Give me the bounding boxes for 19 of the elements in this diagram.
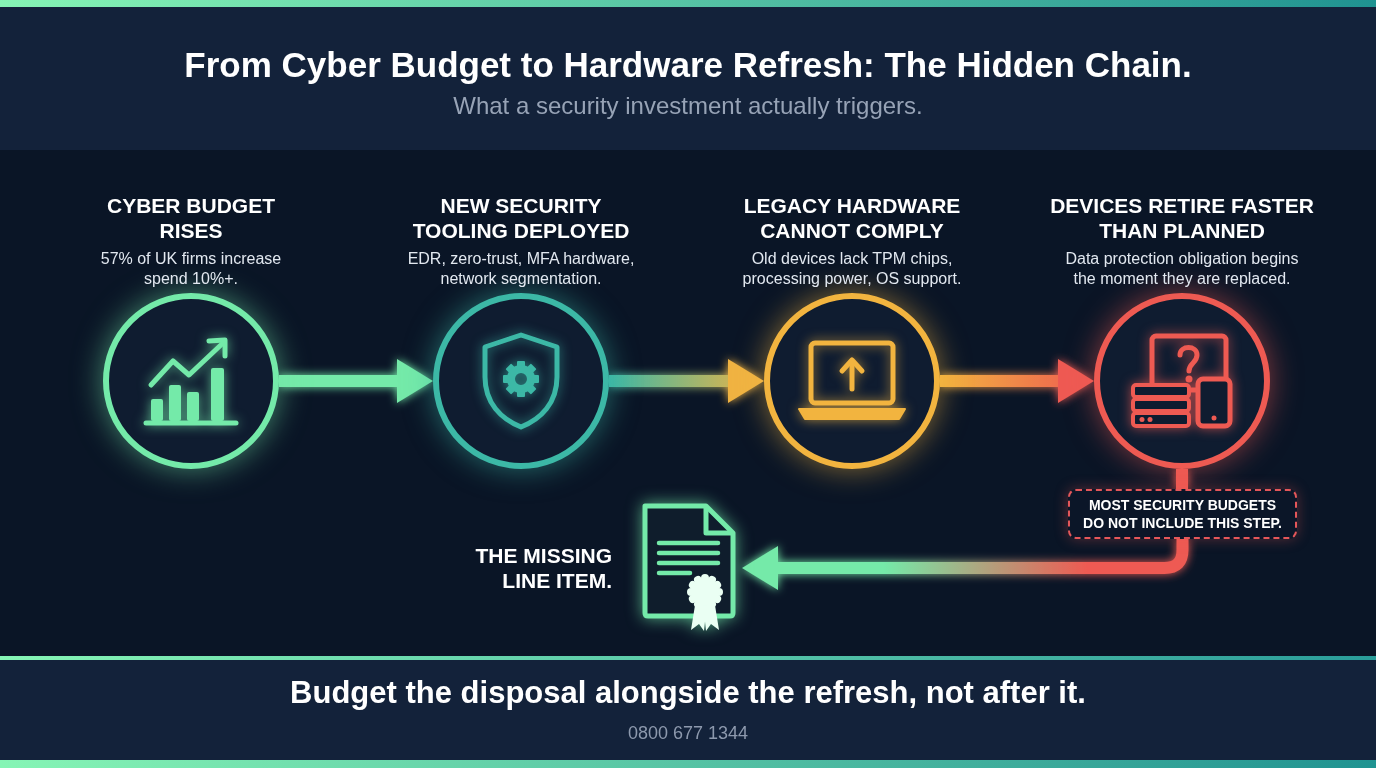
arrow	[940, 359, 1094, 403]
side-label: THE MISSING LINE ITEM.	[474, 543, 612, 593]
step-heading: CYBER BUDGET RISES	[106, 193, 276, 243]
step-heading: NEW SECURITY TOOLING DEPLOYED	[411, 193, 631, 243]
arrow	[742, 539, 1189, 590]
step-heading: DEVICES RETIRE FASTER THAN PLANNED	[1049, 193, 1315, 243]
subtitle: What a security investment actually triggers.	[453, 91, 923, 121]
contact-phone: 0800 677 1344	[627, 722, 749, 744]
step-description: 57% of UK firms increase spend 10%+.	[99, 249, 283, 289]
step-description: Data protection obligation begins the moment they are replaced.	[1064, 249, 1300, 289]
callout-note: MOST SECURITY BUDGETS DO NOT INCLUDE THIS STEP.	[1068, 489, 1297, 539]
arrow	[279, 359, 433, 403]
step-heading: LEGACY HARDWARE CANNOT COMPLY	[742, 193, 962, 243]
tagline: Budget the disposal alongside the refresh, not after it.	[290, 675, 1086, 711]
connector-line	[1176, 469, 1188, 489]
arrow	[609, 359, 764, 403]
step-description: Old devices lack TPM chips, processing power, OS support.	[741, 249, 963, 289]
step-description: EDR, zero-trust, MFA hardware, network segmentation.	[406, 249, 636, 289]
title: From Cyber Budget to Hardware Refresh: The Hidden Chain.	[184, 44, 1192, 86]
